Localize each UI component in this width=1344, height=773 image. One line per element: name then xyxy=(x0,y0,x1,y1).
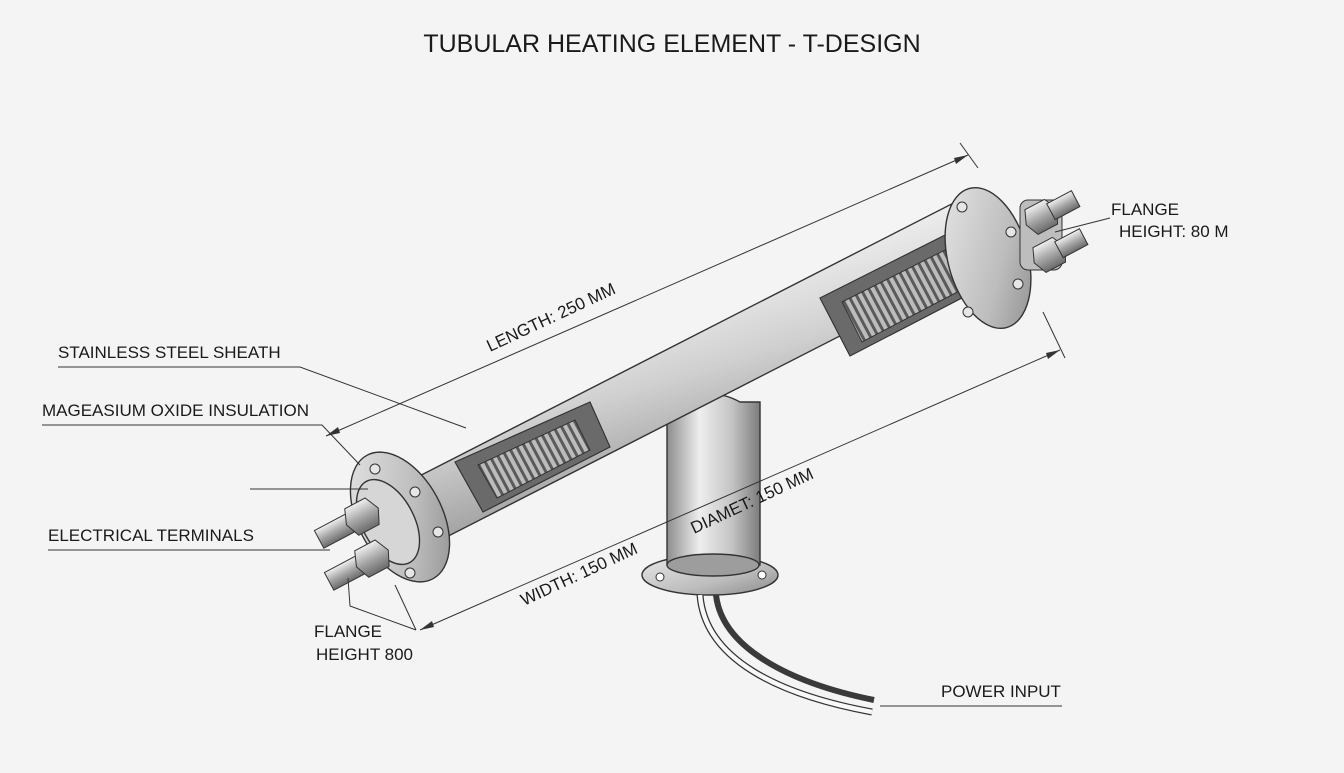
length-extension xyxy=(959,142,979,169)
main-tube xyxy=(391,189,1013,549)
left-end-assembly xyxy=(313,451,451,591)
width-dimension-line xyxy=(419,349,1061,631)
flange-left-label-line1: FLANGE xyxy=(314,622,382,641)
terminal-nut xyxy=(354,539,390,578)
bolt-hole-icon xyxy=(1005,226,1017,238)
bolt-hole-icon xyxy=(956,201,968,213)
arrow-icon xyxy=(954,155,968,164)
flange-right-label-line1: FLANGE xyxy=(1111,200,1179,219)
bolt-hole-icon xyxy=(369,463,381,475)
bolt-hole-icon xyxy=(404,567,416,579)
bolt-hole-icon xyxy=(432,526,444,538)
width-dimension-label: WIDTH: 150 MM xyxy=(518,539,641,610)
terminal-nut xyxy=(344,497,380,536)
length-dimension-line xyxy=(325,154,969,437)
flange-left-label-line2: HEIGHT 800 xyxy=(316,645,413,664)
arrow-icon xyxy=(420,621,434,630)
terminal-thread xyxy=(1046,189,1081,221)
insulation-label: MAGEASIUM OXIDE INSULATION xyxy=(42,401,309,420)
right-end-assembly xyxy=(944,186,1089,330)
width-extension xyxy=(1042,311,1066,359)
stem-tube xyxy=(666,393,761,566)
leader-lines xyxy=(42,217,1111,707)
cable-white xyxy=(697,594,873,715)
terminal-right-upper xyxy=(1024,189,1081,236)
bolt-hole-icon xyxy=(409,486,421,498)
terminal-thread xyxy=(1054,227,1089,259)
arrow-icon xyxy=(1046,350,1060,359)
stem-flange-hole-icon xyxy=(757,570,767,580)
stem-base-ring xyxy=(666,553,760,577)
flange-left-leader-2 xyxy=(394,584,417,631)
terminal-lower xyxy=(323,539,390,591)
terminal-right-lower xyxy=(1032,227,1089,274)
flange-right-label-line2: HEIGHT: 80 M xyxy=(1119,222,1229,241)
bolt-hole-icon xyxy=(1012,278,1024,290)
terminals-label: ELECTRICAL TERMINALS xyxy=(48,526,254,545)
heating-coil-left xyxy=(477,419,591,499)
callout-labels: STAINLESS STEEL SHEATH MAGEASIUM OXIDE I… xyxy=(42,200,1229,701)
sheath-label: STAINLESS STEEL SHEATH xyxy=(58,343,281,362)
terminal-upper xyxy=(313,497,380,549)
power-input-label: POWER INPUT xyxy=(941,682,1061,701)
cable-dark xyxy=(713,594,875,703)
flange-right-leader xyxy=(1054,217,1111,233)
stem-flange-hole-icon xyxy=(655,572,665,582)
length-dimension-label: LENGTH: 250 MM xyxy=(484,279,619,355)
power-cables xyxy=(696,594,875,716)
flange-left-leader xyxy=(347,577,417,631)
arrow-icon xyxy=(326,427,340,436)
insulation-leader xyxy=(42,424,361,466)
sheath-leader xyxy=(58,366,467,429)
bolt-hole-icon xyxy=(962,306,974,318)
diagram-title: TUBULAR HEATING ELEMENT - T-DESIGN xyxy=(423,30,920,58)
